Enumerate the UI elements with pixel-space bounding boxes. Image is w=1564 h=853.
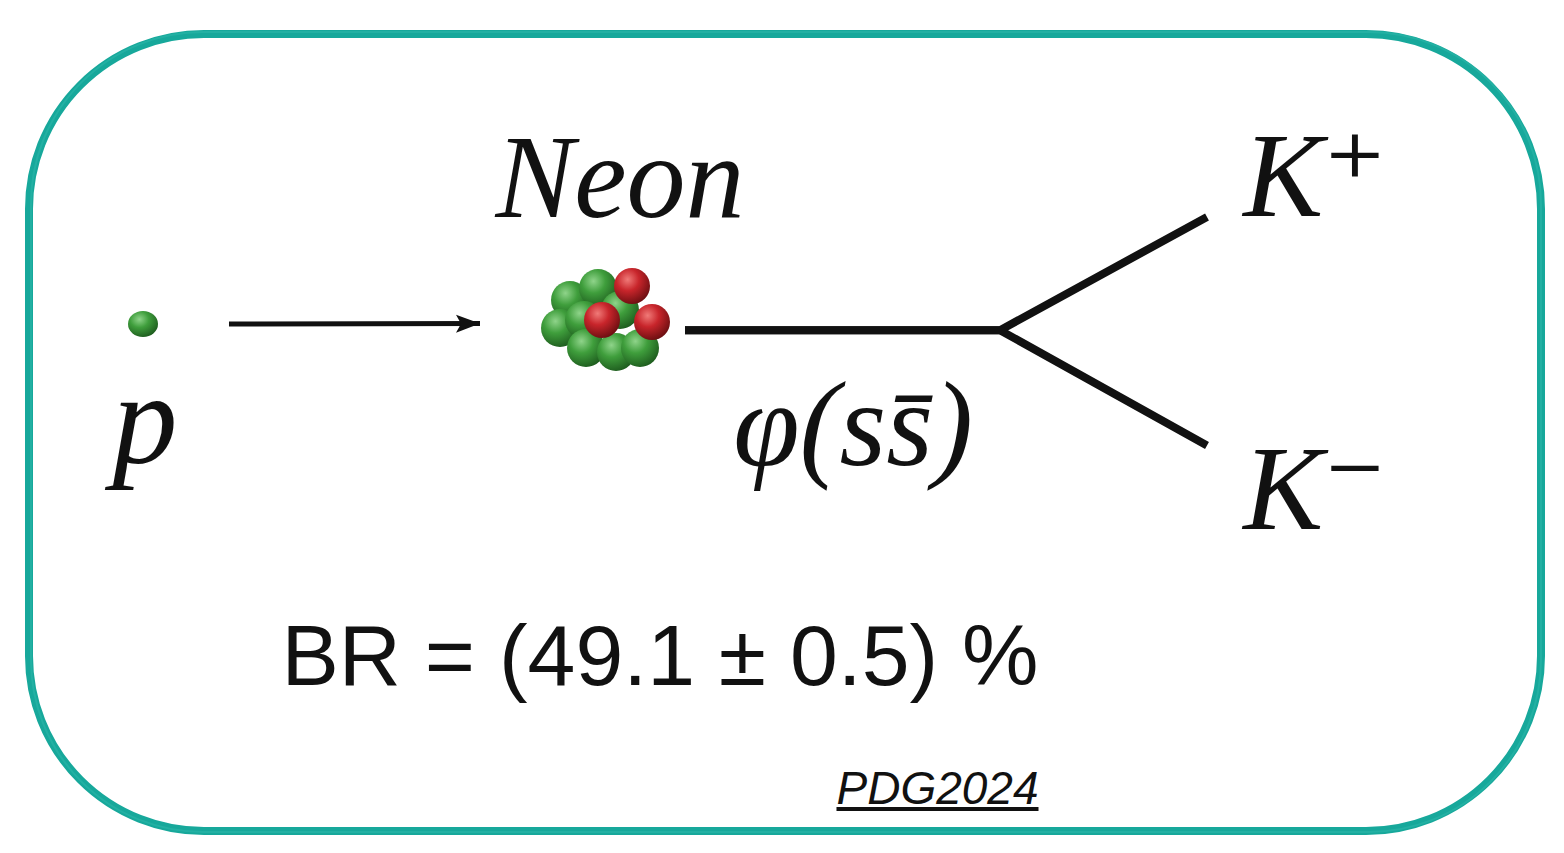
kaon-node: K⁺	[1235, 112, 1395, 240]
proton-node: p	[125, 306, 161, 342]
branching-ratio: BR = (49.1 ± 0.5) %	[190, 595, 1130, 715]
source-reference: PDG2024	[800, 755, 1075, 820]
particle-label: K⁻	[1235, 425, 1395, 553]
frame-outline	[29, 34, 1541, 831]
connector-line	[229, 321, 480, 326]
proton-sphere	[634, 304, 670, 340]
kaon-node: K⁻	[1235, 425, 1395, 553]
nucleus-label: Neon	[470, 120, 770, 235]
proton-sphere	[614, 268, 650, 304]
edge-label: φ(ss̄)	[688, 363, 1018, 488]
ball-shape	[125, 306, 161, 342]
particle-label: p	[90, 355, 200, 480]
particle-label: K⁺	[1235, 112, 1395, 240]
proton-sphere	[128, 311, 158, 337]
nucleus-node: Neon	[540, 262, 685, 372]
connector-line	[685, 217, 1207, 330]
nucleus-shape	[540, 262, 685, 372]
frame-outline	[31, 32, 1541, 832]
proton-sphere	[584, 302, 620, 338]
